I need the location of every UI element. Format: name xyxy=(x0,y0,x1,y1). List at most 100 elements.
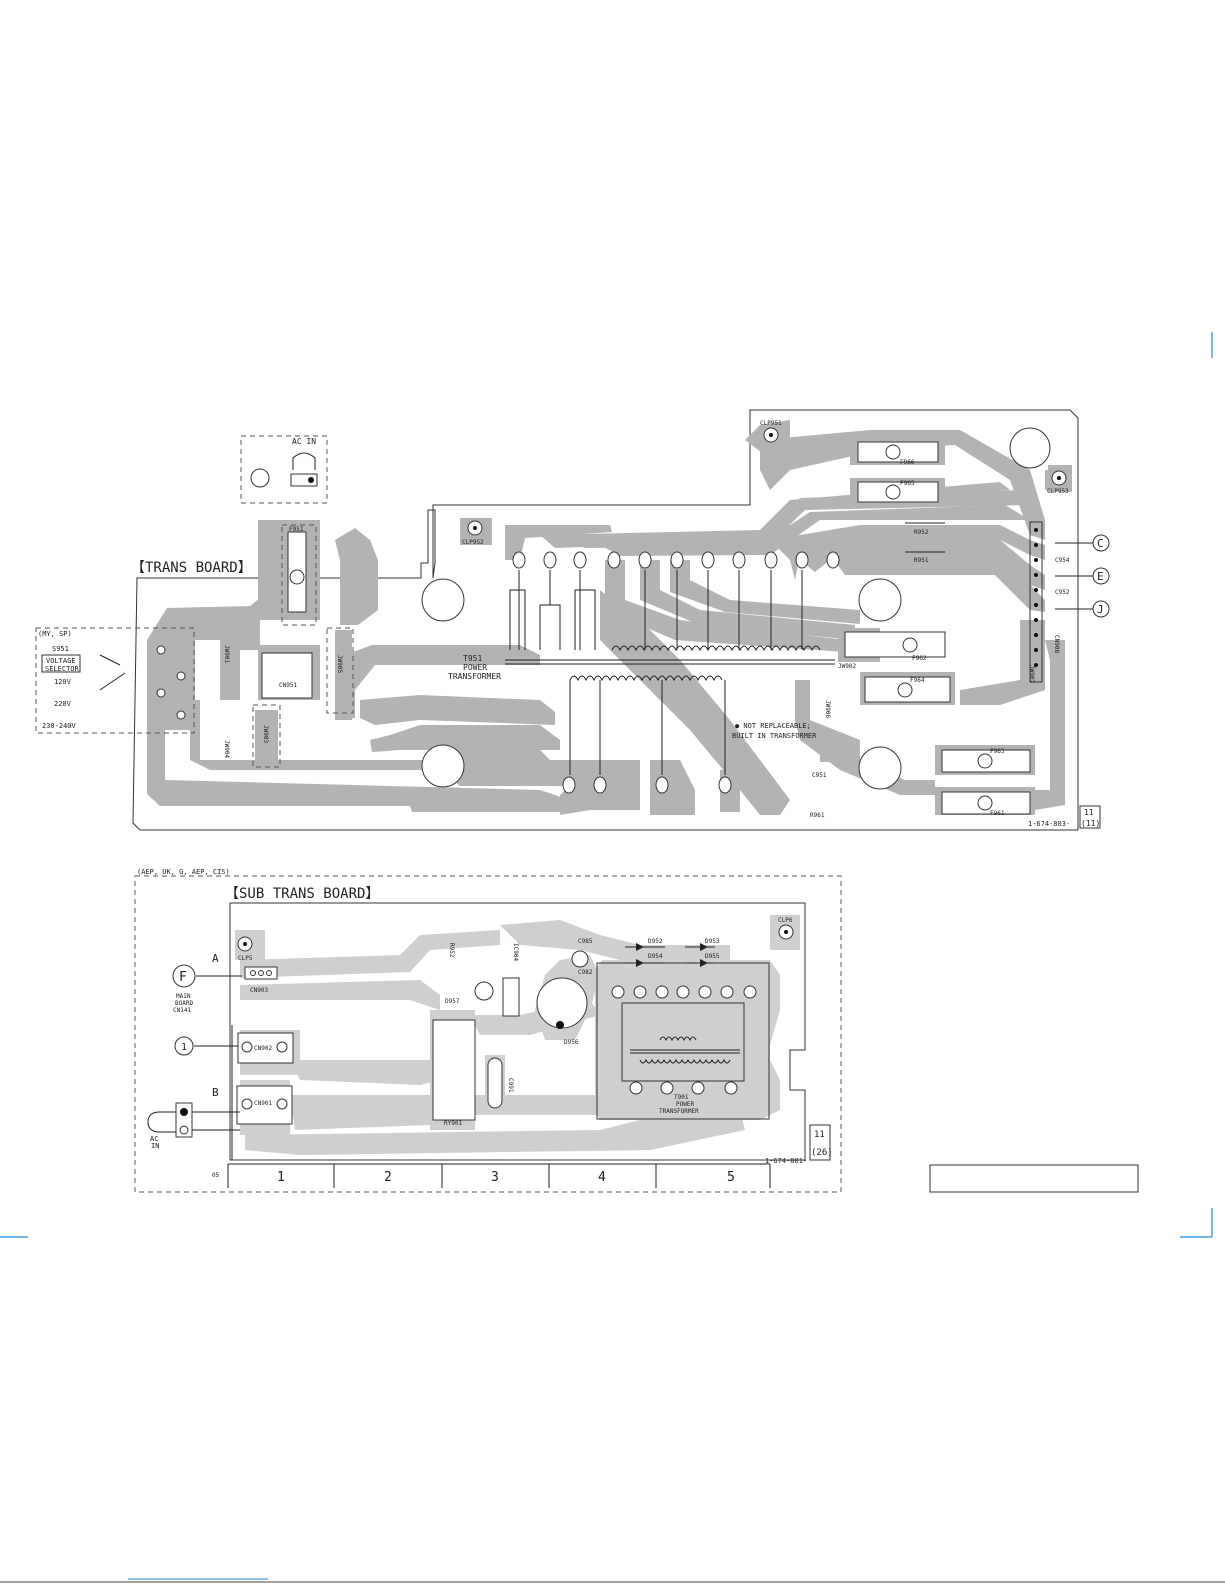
sub-part-no: 1-674-801- xyxy=(765,1157,807,1165)
column-2: 2 xyxy=(384,1170,392,1185)
trans-page-box-1: 11 xyxy=(1084,808,1094,817)
selector-switch xyxy=(99,645,186,720)
sub-ac-in-label-2: IN xyxy=(151,1142,159,1150)
sub-region-label: (AEP, UK, G, AEP, CIS) xyxy=(137,868,230,876)
ref-f964: F964 xyxy=(910,677,925,684)
ref-d957: D957 xyxy=(445,998,460,1005)
connector-c-circle xyxy=(1092,534,1110,552)
selector-label-2: VOLTAGE xyxy=(46,657,76,665)
connector-f-circle xyxy=(172,964,196,988)
sub-ac-in-label-1: AC xyxy=(150,1135,158,1143)
note-label-1: ● NOT REPLACEABLE; xyxy=(735,722,811,730)
v220-label: 220V xyxy=(54,700,72,708)
trans-page-box-2: (11) xyxy=(1081,819,1100,828)
selector-label-1: S951 xyxy=(52,645,69,653)
ref-sub-r952: R952 xyxy=(448,943,455,958)
ref-cn951: CN951 xyxy=(279,682,297,689)
sub-board-outline xyxy=(229,902,806,1161)
ref-cn902: CN902 xyxy=(254,1045,272,1052)
ref-clp5: CLP5 xyxy=(238,955,253,962)
transformer-label-1: T951 xyxy=(463,654,482,663)
column-4: 4 xyxy=(598,1170,606,1185)
ref-c952: C952 xyxy=(1055,589,1070,596)
copper-traces xyxy=(147,420,1072,815)
ref-jw905: JW905 xyxy=(336,655,343,673)
ref-d955: D955 xyxy=(705,953,720,960)
connector-1-label: 1 xyxy=(181,1042,187,1053)
ref-f951: F951 xyxy=(289,526,304,533)
connector-c-label: C xyxy=(1097,537,1104,550)
main-board-label-3: CN141 xyxy=(173,1007,191,1014)
ref-clp951: CLP951 xyxy=(760,420,782,427)
main-board-label-1: MAIN xyxy=(176,993,191,1000)
sub-transformer-label-1: T901 xyxy=(674,1094,689,1101)
connector-e-circle xyxy=(1092,567,1110,585)
transformer-pins-top xyxy=(505,551,840,794)
fuses xyxy=(844,441,1031,815)
ref-ry901: RY901 xyxy=(444,1120,462,1127)
ref-f963: F963 xyxy=(990,748,1005,755)
mounting-holes xyxy=(250,427,1051,790)
ref-cn903: CN903 xyxy=(250,987,268,994)
ref-d952: D952 xyxy=(648,938,663,945)
connector-f-label: F xyxy=(179,970,187,985)
row-a-label: A xyxy=(212,952,219,965)
connector-e-label: E xyxy=(1097,570,1104,583)
ref-jw906: JW906 xyxy=(824,700,831,718)
note-label-2: BUILT IN TRANSFORMER xyxy=(732,732,817,740)
ref-c951: C951 xyxy=(812,772,827,779)
ref-cn901: CN901 xyxy=(254,1100,272,1107)
trans-part-no: 1-674-803- xyxy=(1028,820,1070,828)
column-prefix: 05 xyxy=(212,1172,220,1179)
ref-jw903: JW903 xyxy=(262,725,269,743)
ref-c982: C982 xyxy=(578,969,593,976)
selector-label-3: SELECTOR xyxy=(45,665,80,673)
ref-jw901: JW901 xyxy=(223,645,230,663)
transformer-label-3: TRANSFORMER xyxy=(448,672,501,681)
right-connector-dots xyxy=(1034,528,1038,667)
ref-r961: R961 xyxy=(810,812,825,819)
transformer-label-2: POWER xyxy=(463,663,487,672)
ref-c991: C991 xyxy=(507,1078,514,1093)
ref-f962: F962 xyxy=(912,655,927,662)
column-5: 5 xyxy=(727,1170,735,1185)
ref-d954: D954 xyxy=(648,953,663,960)
ref-r952: R952 xyxy=(914,529,929,536)
sub-transformer-label-2: POWER xyxy=(676,1101,694,1108)
ref-jw907: JW907 xyxy=(1028,665,1035,683)
sub-board-title: 【SUB TRANS BOARD】 xyxy=(225,886,379,902)
column-1: 1 xyxy=(277,1170,285,1185)
row-b-label: B xyxy=(212,1086,219,1099)
ref-clp6: CLP6 xyxy=(778,917,793,924)
blank-label-box xyxy=(929,1164,1139,1193)
selector-ref-label: (MY, SP) xyxy=(38,630,72,638)
trans-board-outline xyxy=(132,409,1079,831)
connector-1-circle xyxy=(174,1036,194,1056)
ref-d953: D953 xyxy=(705,938,720,945)
connector-j-circle xyxy=(1092,600,1110,618)
ref-cn908: CN908 xyxy=(1053,635,1060,653)
ref-f966: F966 xyxy=(900,459,915,466)
ref-f961: F961 xyxy=(990,810,1005,817)
trans-board-title: 【TRANS BOARD】 xyxy=(131,560,252,576)
ref-d956: D956 xyxy=(564,1039,579,1046)
column-3: 3 xyxy=(491,1170,499,1185)
cn908-block xyxy=(1029,521,1043,683)
ref-jw904: JW904 xyxy=(223,740,230,758)
v120-label: 120V xyxy=(54,678,72,686)
ref-r951: R951 xyxy=(914,557,929,564)
sub-trans-board xyxy=(134,875,842,1193)
ac-in-label: AC IN xyxy=(292,437,316,446)
ref-ic904: IC904 xyxy=(512,943,519,961)
clips xyxy=(467,427,1067,536)
sub-transformer-label-3: TRANSFORMER xyxy=(659,1108,699,1115)
crop-marks xyxy=(0,332,1225,1583)
ref-clp953: CLP953 xyxy=(1047,488,1069,495)
v230-label: 230-240V xyxy=(42,722,77,730)
ref-f965: F965 xyxy=(900,480,915,487)
ref-jw902: JW902 xyxy=(838,663,856,670)
trans-board xyxy=(35,409,1110,831)
ref-c954: C954 xyxy=(1055,557,1070,564)
sub-page-box-2: (26) xyxy=(811,1148,833,1158)
